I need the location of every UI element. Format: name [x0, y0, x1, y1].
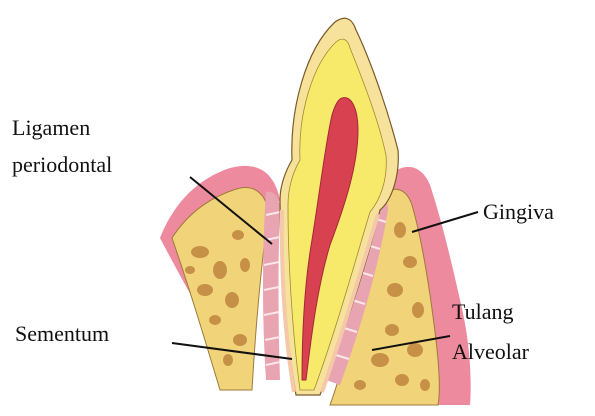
label-ligamen-periodontal-line2: periodontal: [12, 150, 112, 180]
label-gingiva: Gingiva: [483, 197, 554, 227]
label-tulang-alveolar-line1: Tulang: [452, 297, 514, 327]
label-tulang-alveolar-line2: Alveolar: [452, 337, 529, 367]
periodontal-ligament-left: [263, 192, 280, 380]
label-sementum: Sementum: [15, 319, 109, 349]
label-ligamen-periodontal-line1: Ligamen: [12, 113, 90, 143]
